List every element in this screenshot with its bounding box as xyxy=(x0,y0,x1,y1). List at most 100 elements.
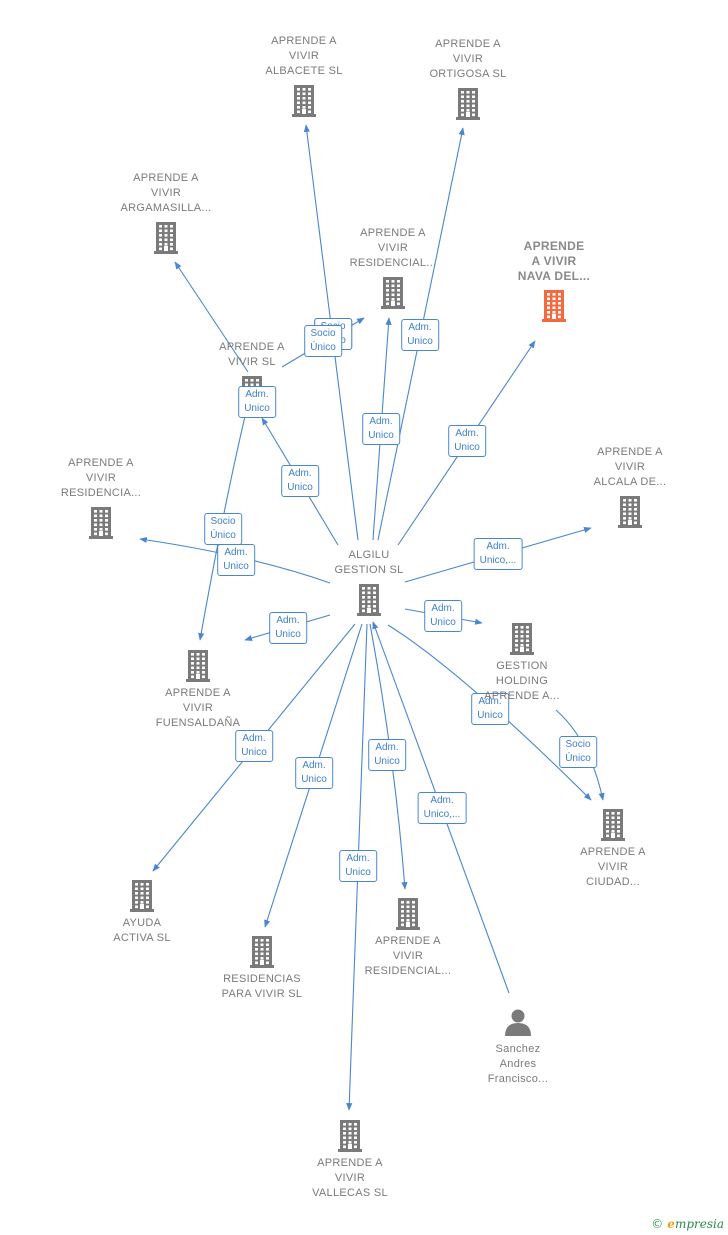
edge-label-center-fuensaldana[interactable]: Adm.Unico xyxy=(269,612,307,644)
building-icon[interactable] xyxy=(542,290,566,322)
node-label-line: PARA VIVIR SL xyxy=(221,988,303,1000)
footer-brand: ©empresia xyxy=(651,1217,724,1231)
node-label-center[interactable]: ALGILU GESTION SL xyxy=(304,548,434,578)
edge-label-line: Unico xyxy=(374,756,400,767)
building-icon[interactable] xyxy=(456,88,480,120)
node-label-line: VIVIR xyxy=(597,861,629,873)
edge-label-line: Adm. xyxy=(245,389,269,400)
edge-label-line: Unico xyxy=(241,747,267,758)
edge-label-line: Unico xyxy=(430,617,456,628)
edge-center-ciudad xyxy=(387,624,592,801)
edge-label-center-residencial2[interactable]: Adm. Unico xyxy=(368,739,406,771)
building-icon[interactable] xyxy=(618,496,642,528)
node-label-line: VIVIR xyxy=(85,472,117,484)
building-icon[interactable] xyxy=(510,623,534,655)
node-label-line: HOLDING xyxy=(495,675,549,687)
node-label-line: APRENDE A xyxy=(435,38,501,50)
edge-label-line: Adm. xyxy=(478,696,502,707)
edge-label-line: Adm. xyxy=(375,742,399,753)
node-label-line: VIVIR xyxy=(182,702,214,714)
edge-label-sanchez-center[interactable]: Adm.Unico,... xyxy=(417,792,467,824)
edge-label-center-alcala[interactable]: Adm. Unico,... xyxy=(473,538,523,570)
edge-label-line: Unico xyxy=(407,336,433,347)
edge-label-center-residencias[interactable]: Adm.Unico xyxy=(295,757,333,789)
building-icon[interactable] xyxy=(130,880,154,912)
building-icon[interactable] xyxy=(292,85,316,117)
edge-label-line: Adm. xyxy=(431,603,455,614)
edge-label-center-residencia[interactable]: Adm.Unico xyxy=(217,544,255,576)
edge-label-vivirsl-argamasilla[interactable]: Adm.Unico xyxy=(238,386,276,418)
edge-label-center-holding[interactable]: Adm. Unico xyxy=(424,600,462,632)
node-label-line: Sanchez xyxy=(495,1043,541,1055)
node-label-line: VIVIR xyxy=(392,950,424,962)
edge-label-line: Adm. xyxy=(455,428,479,439)
edge-label-line: Unico xyxy=(477,710,503,721)
node-label-line: ARGAMASILLA... xyxy=(120,202,212,214)
edge-label-line: Unico xyxy=(223,561,249,572)
person-icon[interactable] xyxy=(505,1009,531,1037)
node-label-line: APRENDE A xyxy=(317,1157,383,1169)
building-icon[interactable] xyxy=(381,277,405,309)
edge-label-center-vivirsl[interactable]: Adm. Unico xyxy=(281,465,319,497)
building-icon[interactable] xyxy=(89,507,113,539)
node-label-line: ALGILU xyxy=(348,549,390,561)
building-icon[interactable] xyxy=(338,1120,362,1152)
copyright-symbol: © xyxy=(651,1217,664,1231)
building-icon[interactable] xyxy=(154,222,178,254)
edge-label-line: Unico,... xyxy=(479,555,517,566)
brand-name: mpresia xyxy=(674,1217,724,1231)
node-label-line: GESTION SL xyxy=(334,564,404,576)
node-label-line: VIVIR xyxy=(334,1172,366,1184)
edge-label-line: Unico xyxy=(287,482,313,493)
edge-label-center-vallecas[interactable]: Adm.Unico xyxy=(339,850,377,882)
building-icon[interactable] xyxy=(186,650,210,682)
building-icon[interactable] xyxy=(396,898,420,930)
building-icon[interactable] xyxy=(357,584,381,616)
edge-label-center-ayuda[interactable]: Adm. Unico xyxy=(235,730,273,762)
node-label-line: ALCALA DE... xyxy=(593,476,667,488)
edge-label-center-residencial1[interactable]: Adm.Unico xyxy=(362,413,400,445)
edge-label-line: Adm. xyxy=(369,416,393,427)
node-label-line: APRENDE A xyxy=(133,172,199,184)
edge-label-center-ciudad[interactable]: Adm. Unico xyxy=(471,693,509,725)
node-label-line: RESIDENCIA... xyxy=(60,487,142,499)
node-label-line: RESIDENCIAL... xyxy=(364,965,452,977)
edge-label-line: Adm. xyxy=(276,615,300,626)
node-label-line: NAVA DEL... xyxy=(517,269,591,283)
edge-label-line: Adm. xyxy=(486,541,510,552)
edge-label-line: Unico xyxy=(454,442,480,453)
edge-label-line: Adm. xyxy=(288,468,312,479)
node-label-line: CIUDAD... xyxy=(585,876,641,888)
edge-label-center-nava[interactable]: Adm. Unico xyxy=(448,425,486,457)
edge-label-line: Adm. xyxy=(242,733,266,744)
node-label-line: Andres xyxy=(499,1058,537,1070)
building-icon[interactable] xyxy=(601,809,625,841)
building-icon[interactable] xyxy=(250,936,274,968)
node-label-line: ALBACETE SL xyxy=(265,65,343,77)
node-label-line: ACTIVA SL xyxy=(113,932,171,944)
edge-label-line: Único xyxy=(565,753,591,764)
node-label-line: APRENDE A xyxy=(219,341,285,353)
edge-label-center-ortigosa[interactable]: Adm.Unico xyxy=(401,319,439,351)
node-label-line: RESIDENCIAL... xyxy=(349,257,437,269)
